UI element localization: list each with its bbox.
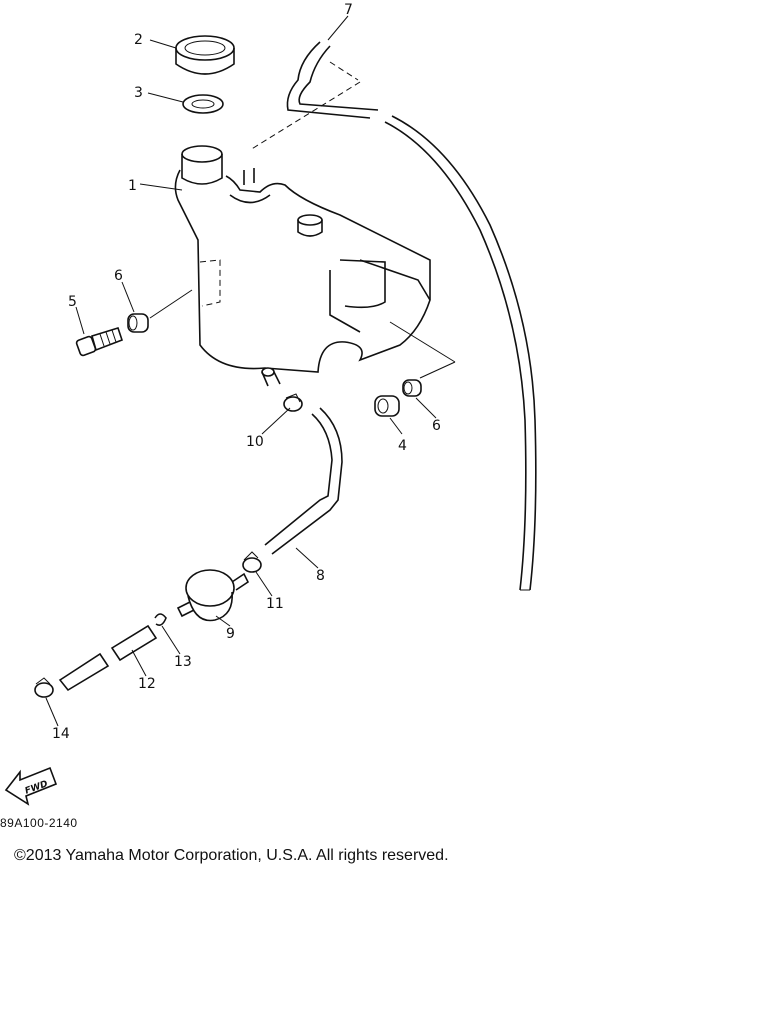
leader-13 xyxy=(161,625,181,655)
callout-6-left: 6 xyxy=(114,268,123,284)
callout-13: 13 xyxy=(174,654,192,670)
callout-7: 7 xyxy=(344,2,353,18)
leader-4-6-line-a xyxy=(389,321,456,363)
part-collar-left xyxy=(127,313,149,333)
fwd-arrow-icon: FWD xyxy=(4,766,58,806)
part-oil-tank xyxy=(174,145,431,387)
callout-5: 5 xyxy=(68,294,77,310)
leader-12 xyxy=(131,649,147,677)
leader-11 xyxy=(255,571,273,597)
bracket-dash xyxy=(199,259,221,307)
callout-9: 9 xyxy=(226,626,235,642)
leader-1 xyxy=(139,183,183,191)
part-clamp-10 xyxy=(283,393,303,412)
callout-3: 3 xyxy=(134,85,143,101)
leader-2 xyxy=(149,39,177,49)
leader-6-left-line xyxy=(149,289,193,319)
part-clip-13 xyxy=(154,613,167,626)
callout-4: 4 xyxy=(398,438,407,454)
parts-diagram: 1 2 3 4 5 6 6 7 8 9 10 11 12 13 14 FWD xyxy=(4,2,537,806)
leader-9 xyxy=(215,615,231,627)
leader-4-6-line-b xyxy=(419,361,456,379)
callout-12: 12 xyxy=(138,676,156,692)
leader-14 xyxy=(45,697,59,727)
callout-10: 10 xyxy=(246,434,264,450)
part-clamp-14 xyxy=(34,677,54,698)
leader-4 xyxy=(389,417,403,435)
callout-2: 2 xyxy=(134,32,143,48)
leader-6-left xyxy=(121,281,135,313)
leader-7-dash-b xyxy=(249,81,361,151)
part-filter xyxy=(176,569,250,622)
part-pipe-12 xyxy=(58,624,158,692)
callout-14: 14 xyxy=(52,726,70,742)
callout-1: 1 xyxy=(128,178,137,194)
callout-8: 8 xyxy=(316,568,325,584)
callout-11: 11 xyxy=(266,596,284,612)
leader-10 xyxy=(261,407,291,435)
callout-6-right: 6 xyxy=(432,418,441,434)
part-cap xyxy=(175,35,235,75)
leader-6-right xyxy=(415,397,437,419)
part-bolt xyxy=(75,327,124,357)
copyright-notice: ©2013 Yamaha Motor Corporation, U.S.A. A… xyxy=(14,847,449,864)
diagram-code: 89A100-2140 xyxy=(0,816,78,830)
leader-7-dash-a xyxy=(329,61,359,81)
part-breather-hose xyxy=(286,41,537,591)
part-clamp-11 xyxy=(242,551,262,573)
part-gasket xyxy=(182,94,224,114)
part-hose-8 xyxy=(264,407,343,555)
part-grommet xyxy=(374,395,400,417)
leader-8 xyxy=(295,547,319,569)
leader-5 xyxy=(75,306,85,335)
leader-3 xyxy=(147,92,184,103)
leader-7 xyxy=(327,15,349,41)
part-collar-right xyxy=(402,379,422,397)
